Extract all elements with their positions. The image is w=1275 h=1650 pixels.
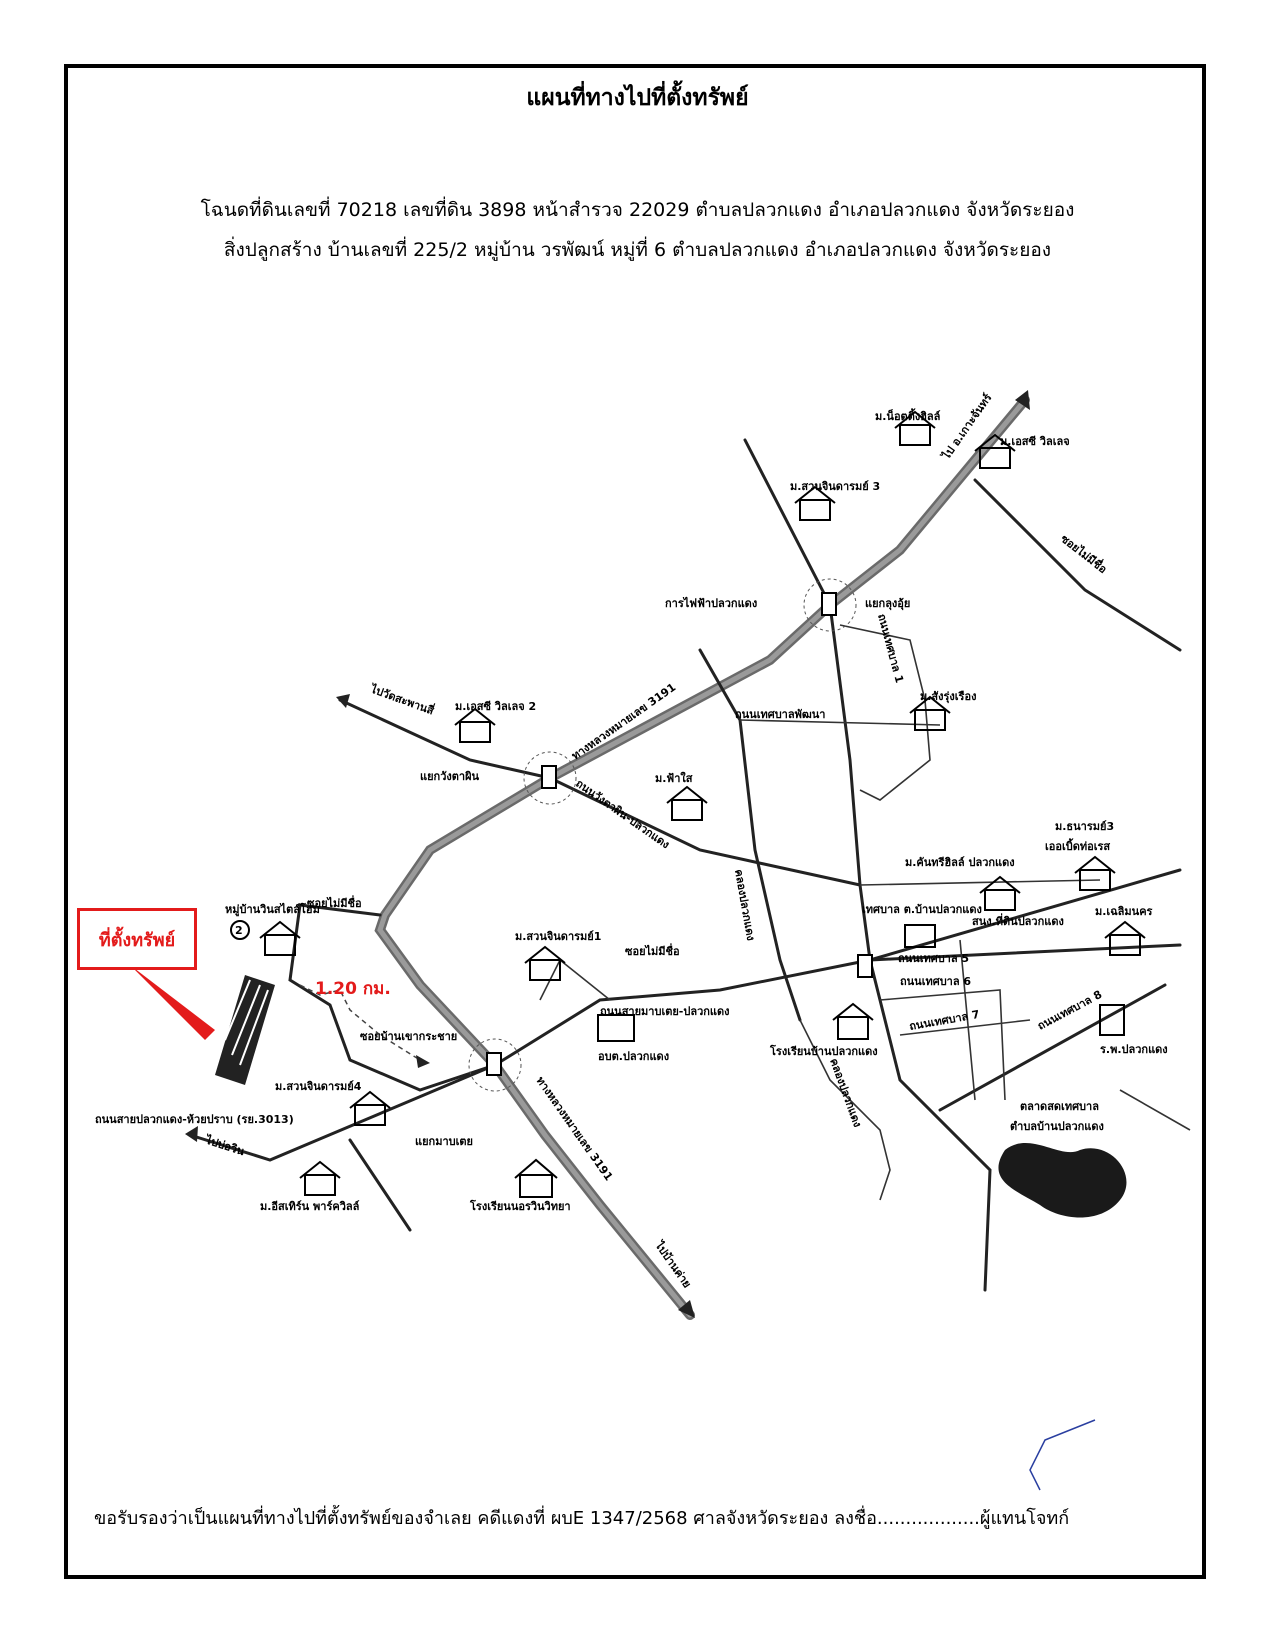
road-tessaban8 xyxy=(938,983,1167,1112)
label-suanjin4: ม.สวนจินดารมย์4 xyxy=(275,1080,362,1093)
road-grid-b xyxy=(899,1019,1031,1036)
label-sungrungrueng: ม.สังรุ่งเรือง xyxy=(920,690,976,704)
highway-north-inner xyxy=(827,397,1028,608)
traffic-light-icon xyxy=(857,954,873,978)
canal-curve xyxy=(799,1019,891,1201)
label-eastern: ม.อีสเทิร์น พาร์ควิลล์ xyxy=(260,1200,360,1213)
label-municipality: เทศบาล ต.บ้านปลวกแดง xyxy=(862,903,982,916)
arrow-south-icon xyxy=(678,1300,695,1318)
label-road-tessaban6: ถนนเทศบาล 6 xyxy=(900,975,971,988)
signature-mark xyxy=(1029,1419,1096,1491)
traffic-light-icon xyxy=(541,765,557,789)
road-east-lake xyxy=(1119,1089,1191,1131)
label-chalermnakorn: ม.เฉลิมนคร xyxy=(1095,905,1153,918)
house-icons xyxy=(259,410,1146,1198)
label-suanjin3: ม.สวนจินดารมย์ 3 xyxy=(790,480,880,493)
label-canal-b: คลองปลวกแดง xyxy=(827,1057,864,1129)
label-market: ตลาดสดเทศบาล xyxy=(1020,1100,1099,1113)
property-marker-label: ที่ตั้งทรัพย์ xyxy=(77,908,197,970)
road-korachan-soi xyxy=(973,478,1182,652)
soi-nameless-a xyxy=(298,903,382,917)
label-road-tessaban1: ถนนเทศบาล 1 xyxy=(875,612,906,684)
arrow-bowin-icon xyxy=(185,1126,198,1142)
label-soi-khaokrachai: ซอยบ้านเขากระชาย xyxy=(360,1030,457,1043)
junction-maptai xyxy=(468,1038,522,1092)
label-soi-nameless-a: ซอยไม่มีชื่อ xyxy=(307,895,362,910)
label-essiville: ม.เอสซี วิลเลจ xyxy=(1000,435,1070,448)
label-hospital: ร.พ.ปลวกแดง xyxy=(1100,1043,1168,1056)
soi-khaokrachai xyxy=(288,903,497,1092)
route-dashed-line xyxy=(299,984,421,1061)
label-school-nawin: โรงเรียนนอรวินวิทยา xyxy=(469,1199,571,1213)
route-arrow-icon xyxy=(416,1055,430,1068)
road-municipal xyxy=(859,879,1101,886)
label-eternity: เออเบิ้ดท่อเรส xyxy=(1045,838,1110,853)
road-north-south xyxy=(743,438,872,962)
label-junction-wangtan: แยกวังตาผิน xyxy=(420,770,480,783)
label-dir-watsapansi: ไปวัดสะพานสี่ xyxy=(367,680,436,717)
distance-label: 1.20 กม. xyxy=(315,979,391,999)
highway-3191-inner xyxy=(377,602,833,1318)
arrow-north-icon xyxy=(1015,390,1030,410)
label-road-tessaban-pattana: ถนนเทศบาลพัฒนา xyxy=(735,708,825,721)
label-obt: อบต.ปลวกแดง xyxy=(598,1050,669,1063)
marker-pointer-icon xyxy=(130,965,215,1040)
deed-info-line: โฉนดที่ดินเลขที่ 70218 เลขที่ดิน 3898 หน… xyxy=(200,199,1075,221)
label-market2: ตำบลบ้านปลวกแดง xyxy=(1010,1120,1104,1133)
document-frame xyxy=(64,64,1206,1579)
certification-footer: ขอรับรองว่าเป็นแผนที่ทางไปที่ตั้งทรัพย์ข… xyxy=(94,1508,1070,1529)
label-dir-bowin: ไปบ่อวิน xyxy=(202,1132,247,1158)
building-info-line: สิ่งปลูกสร้าง บ้านเลขที่ 225/2 หมู่บ้าน … xyxy=(223,239,1052,261)
number-2-icon xyxy=(230,920,250,940)
lake-icon xyxy=(998,1142,1127,1218)
road-tessaban-east xyxy=(868,868,1182,962)
label-nottinghill: ม.น็อตติ้งฮิลล์ xyxy=(875,408,941,423)
canal-line xyxy=(698,648,802,1022)
traffic-light-icon xyxy=(486,1052,502,1076)
road-grid-c xyxy=(959,939,976,1101)
label-junction-maptai: แยกมาบเตย xyxy=(415,1135,473,1148)
label-road-3013: ถนนสายปลวกแดง-ห้วยปราบ (รย.3013) xyxy=(95,1113,294,1126)
label-winstyle: หมู่บ้านวินสไตล์โฮม xyxy=(225,902,320,917)
number-2-label: 2 xyxy=(235,924,243,937)
label-suanjin1: ม.สวนจินดารมย์1 xyxy=(515,930,601,943)
label-essiville2: ม.เอสซี วิลเลจ 2 xyxy=(455,700,536,713)
road-tessaban5 xyxy=(868,943,1182,962)
property-hatch xyxy=(215,975,275,1085)
label-junction-kunglung: แยกลุงอุ้ย xyxy=(865,597,910,611)
label-canal-a: คลองปลวกแดง xyxy=(732,868,757,941)
label-land-office: สนง.ที่ดินปลวกแดง xyxy=(972,913,1064,928)
road-3013 xyxy=(188,1063,497,1162)
road-eastern-branch xyxy=(348,1138,412,1232)
road-wangtan xyxy=(548,776,862,887)
label-faisai: ม.ฟ้าใส xyxy=(655,771,693,785)
label-khanthill: ม.คันทรีฮิลล์ ปลวกแดง xyxy=(905,856,1015,869)
label-soi-nameless-b: ซอยไม่มีชื่อ xyxy=(625,943,680,958)
road-watsapansi xyxy=(338,698,552,780)
junction-kunglung xyxy=(803,578,857,632)
road-maptai xyxy=(493,958,872,1067)
label-road-maptai: ถนนสายมาบเตย-ปลวกแดง xyxy=(600,1005,730,1018)
label-road-wangtan: ถนนวังตาผิน-ปลวกแดง xyxy=(573,777,672,851)
junction-wangtan xyxy=(523,751,577,805)
page-title: แผนที่ทางไปที่ตั้งทรัพย์ xyxy=(526,85,749,111)
arrow-west-icon xyxy=(336,694,350,708)
label-road-tessaban5: ถนนเทศบาล 5 xyxy=(898,952,969,965)
label-tanarom3: ม.ธนารมย์3 xyxy=(1055,820,1114,833)
label-electric: การไฟฟ้าปลวกแดง xyxy=(665,596,757,610)
label-school-banpluak: โรงเรียนบ้านปลวกแดง xyxy=(769,1044,878,1058)
road-tessaban-pattana xyxy=(739,719,941,726)
road-south-east xyxy=(868,958,992,1292)
road-grid-a xyxy=(879,989,1006,1101)
traffic-light-icon xyxy=(821,592,837,616)
